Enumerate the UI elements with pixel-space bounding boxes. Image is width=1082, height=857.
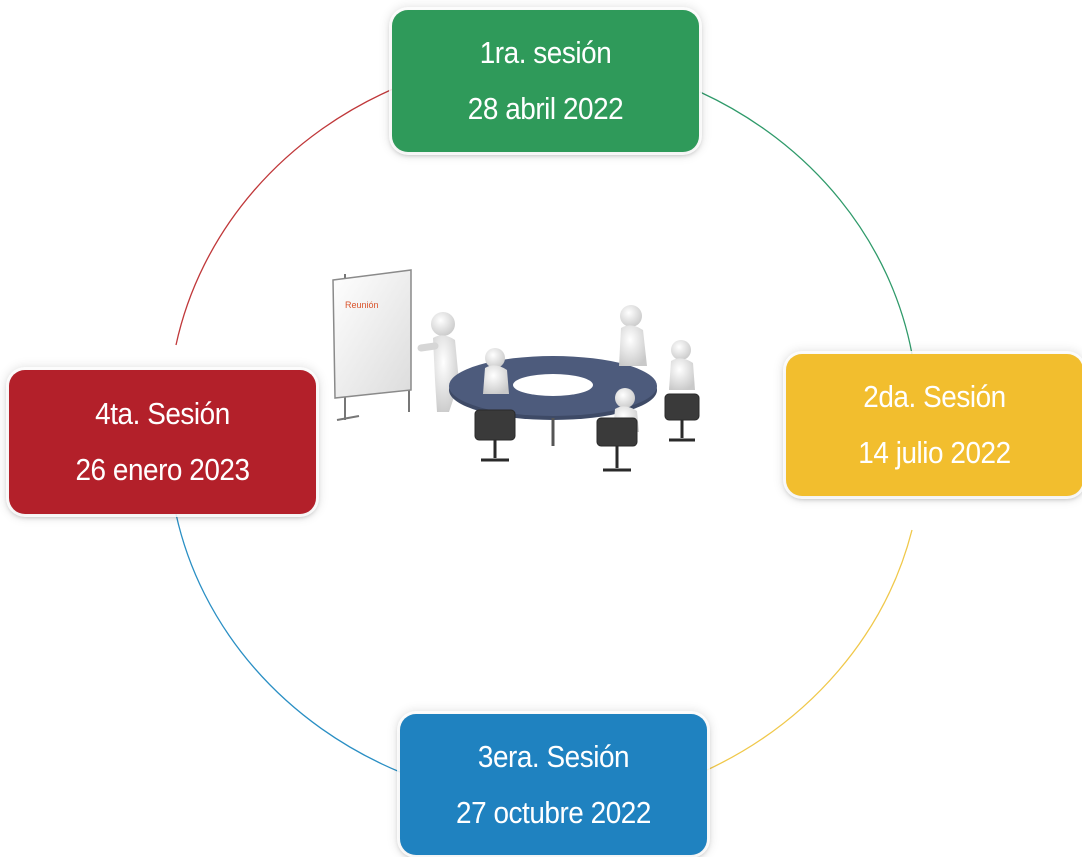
session-3-box: 3era. Sesión 27 octubre 2022: [400, 714, 707, 855]
session-1-date: 28 abril 2022: [467, 91, 624, 126]
session-3-title: 3era. Sesión: [477, 738, 630, 774]
session-2-title: 2da. Sesión: [863, 379, 1006, 414]
session-4-box: 4ta. Sesión 26 enero 2023: [9, 370, 316, 514]
meeting-table-icon: Reunión: [332, 269, 700, 472]
chairs-icon: [474, 393, 700, 472]
arc-session-4-to-1: [175, 85, 401, 346]
session-1-title: 1ra. sesión: [479, 35, 612, 70]
session-3-date: 27 octubre 2022: [456, 794, 651, 830]
arc-session-2-to-3: [706, 529, 913, 771]
session-4-title: 4ta. Sesión: [95, 396, 230, 431]
session-1-box: 1ra. sesión 28 abril 2022: [392, 10, 699, 152]
session-2-date: 14 julio 2022: [858, 435, 1011, 470]
arc-session-3-to-4: [175, 513, 401, 773]
session-4-date: 26 enero 2023: [75, 452, 250, 487]
arc-session-1-to-2: [699, 91, 913, 355]
flip-chart-label: Reunión: [345, 300, 379, 310]
flip-chart-icon: Reunión: [332, 269, 412, 421]
session-2-box: 2da. Sesión 14 julio 2022: [786, 354, 1082, 496]
